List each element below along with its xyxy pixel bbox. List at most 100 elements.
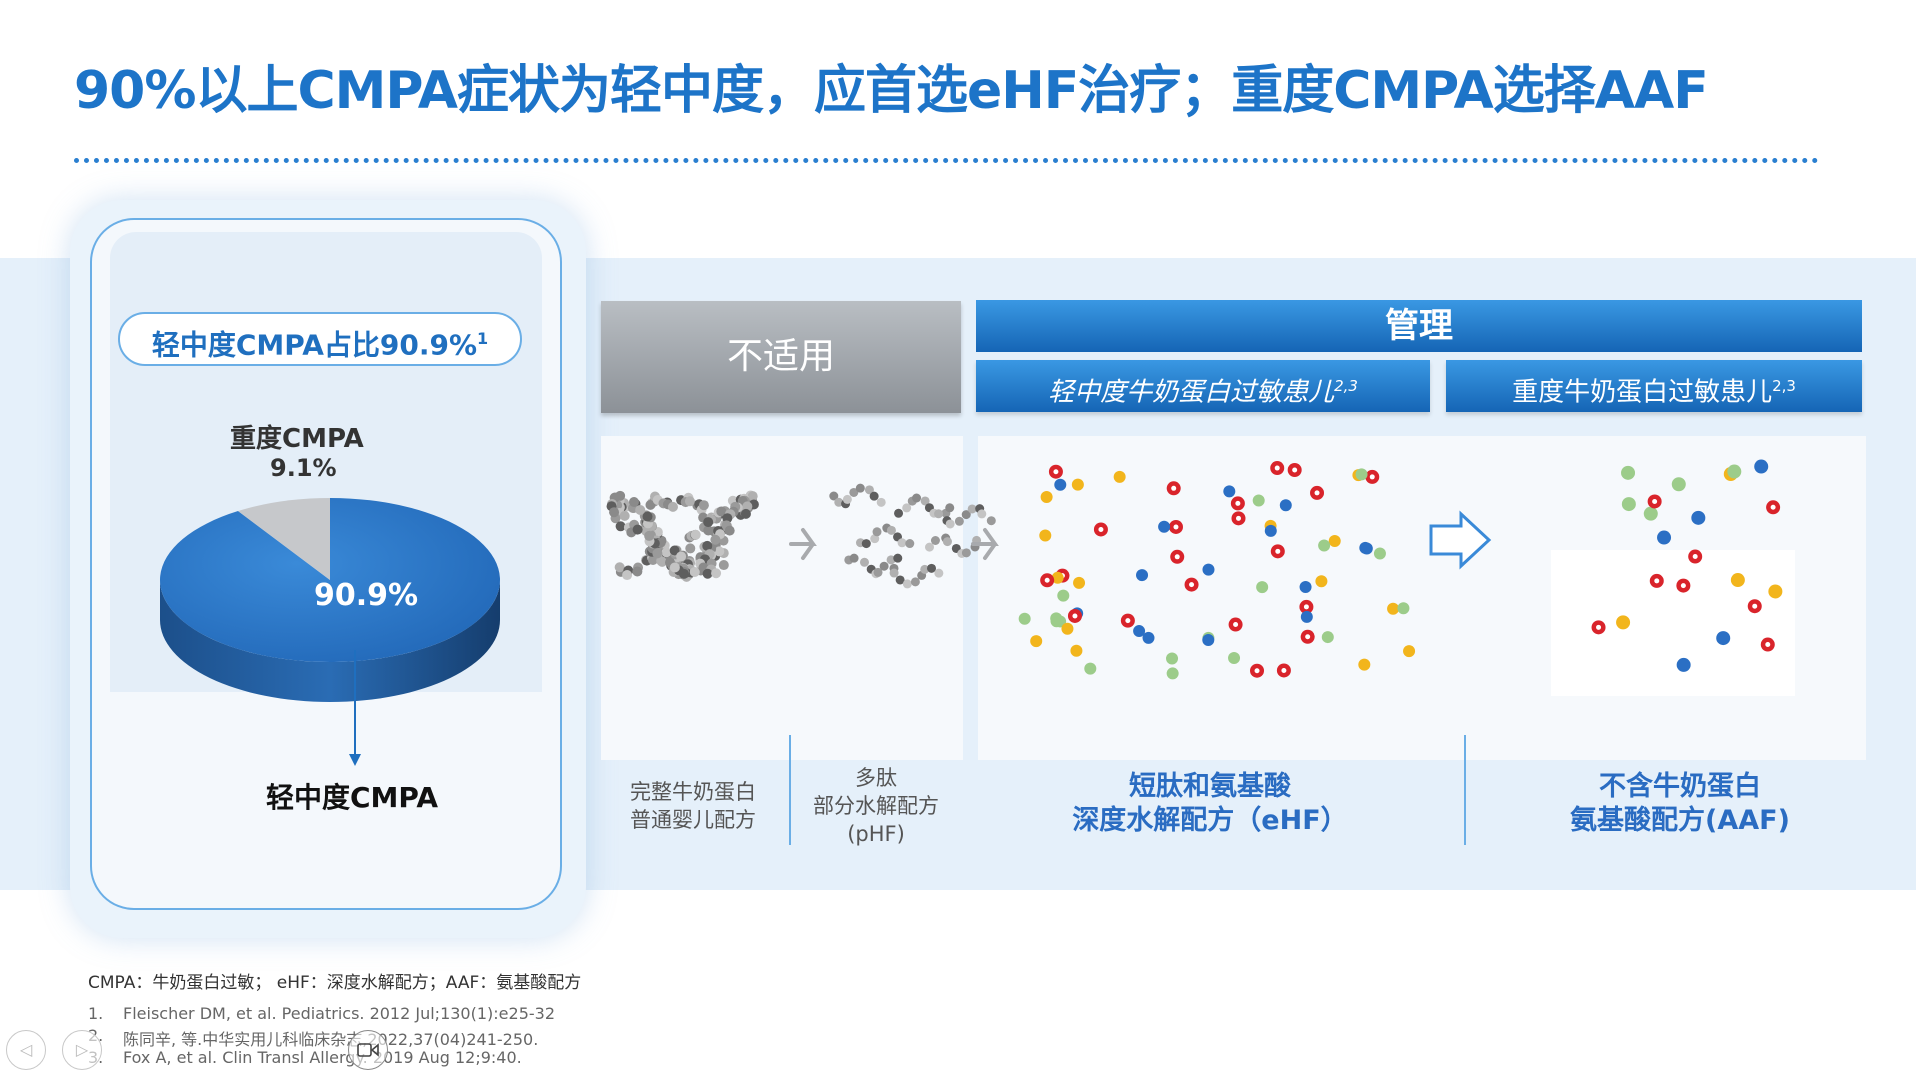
pill-text: 轻中度CMPA占比90.9% <box>151 328 478 362</box>
amino-acid-dot <box>1300 610 1313 623</box>
amino-acid-core <box>1171 485 1177 491</box>
protein-bead <box>702 568 713 579</box>
amino-acid-core <box>1125 618 1131 624</box>
amino-acid-dot <box>1373 547 1386 560</box>
amino-acid-dot <box>1328 534 1341 547</box>
amino-acid-dot <box>1264 524 1277 537</box>
amino-acid-core <box>1189 582 1195 588</box>
protein-bead <box>669 562 680 573</box>
next-slide-button[interactable]: ▷ <box>62 1030 102 1070</box>
amino-acid-dot <box>1621 465 1636 480</box>
peptide-bead <box>889 568 899 578</box>
protein-bead <box>628 497 639 508</box>
amino-acid-dot <box>1133 625 1146 638</box>
peptide-bead <box>930 535 940 545</box>
amino-acid-dot <box>1166 667 1179 680</box>
arrow-right-icon <box>1429 510 1492 570</box>
amino-acid-core <box>1053 469 1059 475</box>
amino-acid-dot <box>1321 631 1334 644</box>
mild-patients-text: 轻中度牛奶蛋白过敏患儿 <box>1048 377 1335 408</box>
ehf-caption-line-1: 短肽和氨基酸 <box>1129 771 1291 802</box>
protein-bead <box>632 566 643 577</box>
amino-acid-dot <box>1355 468 1368 481</box>
not-applicable-header: 不适用 <box>601 301 961 413</box>
amino-acid-dot <box>1018 612 1031 625</box>
amino-acid-dot <box>1616 615 1631 630</box>
peptide-bead <box>861 539 871 549</box>
severe-patients-ref: 2,3 <box>1772 377 1796 395</box>
amino-acid-core <box>1770 504 1776 510</box>
amino-acid-core <box>1254 668 1260 674</box>
peptide-bead <box>869 491 879 501</box>
amino-acid-core <box>1235 515 1241 521</box>
peptide-bead <box>927 563 937 573</box>
video-button[interactable] <box>348 1030 388 1070</box>
amino-acid-dot <box>1070 644 1083 657</box>
amino-acid-dot <box>1039 529 1052 542</box>
amino-acid-core <box>1174 554 1180 560</box>
protein-bead <box>747 491 758 502</box>
protein-bead <box>635 504 646 515</box>
intact-protein-icon <box>606 490 759 582</box>
intact-protein-caption: 完整牛奶蛋白 普通婴儿配方 <box>608 778 778 834</box>
pie-slice-mild <box>159 498 500 662</box>
amino-acid-dot <box>1073 576 1086 589</box>
amino-acid-dot <box>1113 470 1126 483</box>
peptide-bead <box>864 485 874 495</box>
protein-bead <box>609 507 620 518</box>
amino-acid-dot <box>1142 631 1155 644</box>
protein-bead <box>645 499 656 510</box>
amino-acid-dot <box>1228 652 1241 665</box>
amino-acid-core <box>1303 604 1309 610</box>
severe-patients-text: 重度牛奶蛋白过敏患儿 <box>1512 377 1773 408</box>
amino-acid-core <box>1292 467 1298 473</box>
peptide-bead <box>902 503 912 513</box>
peptide-bead <box>961 548 971 558</box>
amino-acid-core <box>1044 577 1050 583</box>
page-title: 90%以上CMPA症状为轻中度，应首选eHF治疗；重度CMPA选择AAF <box>74 61 1709 121</box>
peptide-bead <box>879 561 889 571</box>
prev-slide-button[interactable]: ◁ <box>6 1030 46 1070</box>
aaf-caption-line-2: 氨基酸配方(AAF) <box>1570 805 1790 836</box>
amino-acid-core <box>1654 578 1660 584</box>
amino-acid-dot <box>1071 478 1084 491</box>
amino-acid-core <box>1072 613 1078 619</box>
protein-bead <box>676 551 687 562</box>
protein-bead <box>714 546 725 557</box>
peptide-bead <box>859 557 869 567</box>
aaf-white-box <box>1551 550 1795 696</box>
amino-acid-dot <box>1358 658 1371 671</box>
peptide-bead <box>945 519 955 529</box>
protein-bead <box>656 555 667 566</box>
amino-acid-dot <box>1643 506 1658 521</box>
protein-bead <box>661 547 672 558</box>
peptide-bead <box>886 525 896 535</box>
peptide-bead <box>872 527 882 537</box>
peptide-bead <box>876 497 886 507</box>
peptide-bead <box>967 504 977 514</box>
protein-bead <box>685 543 696 554</box>
mild-proportion-pill: 轻中度CMPA占比90.9%1 <box>118 312 522 366</box>
amino-acid-dot <box>1315 575 1328 588</box>
ehf-caption: 短肽和氨基酸 深度水解配方（eHF） <box>1060 770 1360 838</box>
protein-bead <box>724 525 735 536</box>
peptide-bead <box>873 567 883 577</box>
peptide-bead <box>920 564 930 574</box>
protein-bead <box>742 501 753 512</box>
protein-bead <box>702 540 713 551</box>
peptide-bead <box>849 553 859 563</box>
amino-acid-core <box>1305 634 1311 640</box>
down-arrow <box>349 650 361 766</box>
intact-caption-line-1: 完整牛奶蛋白 <box>630 780 756 804</box>
peptide-bead <box>870 534 880 544</box>
chevron-right-icon <box>971 528 999 560</box>
peptide-bead <box>834 497 844 507</box>
peptide-bead <box>855 483 865 493</box>
protein-bead <box>667 501 678 512</box>
next-slide-icon: ▷ <box>75 1040 89 1059</box>
peptide-bead <box>895 575 905 585</box>
protein-bead <box>718 560 729 571</box>
mild-patients-header: 轻中度牛奶蛋白过敏患儿2,3 <box>976 360 1430 412</box>
amino-acid-core <box>1369 474 1375 480</box>
peptide-bead <box>849 487 859 497</box>
